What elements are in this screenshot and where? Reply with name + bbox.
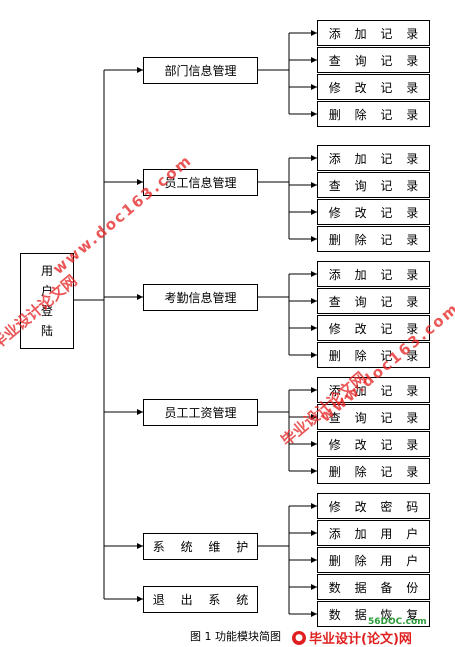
module-arrow <box>137 179 143 185</box>
leaf-node: 修 改 记 录 <box>317 199 430 225</box>
leaf-node: 查 询 记 录 <box>317 47 430 73</box>
module-arrow <box>137 409 143 415</box>
leaf-node: 添 加 用 户 <box>317 520 430 546</box>
leaf-arrow <box>311 557 317 563</box>
leaf-arrow <box>311 84 317 90</box>
leaf-node: 删 除 记 录 <box>317 226 430 252</box>
leaf-node: 删 除 用 户 <box>317 547 430 573</box>
leaf-node: 修 改 记 录 <box>317 315 430 341</box>
leaf-node: 修 改 记 录 <box>317 74 430 100</box>
module-arrow <box>137 294 143 300</box>
leaf-node: 删 除 记 录 <box>317 101 430 127</box>
brand-circle-icon: ● <box>292 630 306 645</box>
leaf-node: 数 据 备 份 <box>317 574 430 600</box>
module-node-dept: 部门信息管理 <box>143 56 258 84</box>
root-char: 用 <box>40 264 53 278</box>
leaf-arrow <box>311 387 317 393</box>
leaf-arrow <box>311 155 317 161</box>
module-node-system: 系 统 维 护 <box>143 532 258 560</box>
brand-logo: ● 毕业设计(论文)网 <box>292 628 412 647</box>
leaf-node: 添 加 记 录 <box>317 20 430 46</box>
brand-small-text: 56DOC.com <box>368 617 427 627</box>
root-char: 陆 <box>40 324 53 338</box>
root-char: 户 <box>40 284 53 298</box>
leaf-arrow <box>311 182 317 188</box>
figure-caption: 图 1 功能模块简图 <box>190 630 281 643</box>
leaf-node: 添 加 记 录 <box>317 261 430 287</box>
leaf-arrow <box>311 57 317 63</box>
leaf-arrow <box>311 468 317 474</box>
module-node-emp: 员工信息管理 <box>143 168 258 196</box>
leaf-arrow <box>311 111 317 117</box>
module-arrow <box>137 543 143 549</box>
leaf-node: 查 询 记 录 <box>317 172 430 198</box>
module-arrow <box>137 596 143 602</box>
leaf-node: 删 除 记 录 <box>317 458 430 484</box>
leaf-node: 查 询 记 录 <box>317 288 430 314</box>
leaf-arrow <box>311 441 317 447</box>
leaf-node: 添 加 记 录 <box>317 377 430 403</box>
leaf-arrow <box>311 325 317 331</box>
leaf-arrow <box>311 414 317 420</box>
module-arrow <box>137 67 143 73</box>
leaf-node: 删 除 记 录 <box>317 342 430 368</box>
leaf-arrow <box>311 503 317 509</box>
leaf-arrow <box>311 209 317 215</box>
leaf-arrow <box>311 352 317 358</box>
module-node-attendance: 考勤信息管理 <box>143 283 258 311</box>
leaf-arrow <box>311 584 317 590</box>
leaf-arrow <box>311 236 317 242</box>
leaf-node: 修 改 记 录 <box>317 431 430 457</box>
root-node-user-login: 用 户 登 陆 <box>20 253 74 349</box>
leaf-arrow <box>311 271 317 277</box>
brand-text: 毕业设计(论文)网 <box>309 632 412 647</box>
leaf-node: 修 改 密 码 <box>317 493 430 519</box>
leaf-arrow <box>311 611 317 617</box>
leaf-arrow <box>311 530 317 536</box>
leaf-arrow <box>311 30 317 36</box>
leaf-arrow <box>311 298 317 304</box>
leaf-node: 数 据 恢 复 <box>317 601 430 627</box>
leaf-node: 添 加 记 录 <box>317 145 430 171</box>
leaf-node: 查 询 记 录 <box>317 404 430 430</box>
root-char: 登 <box>40 304 53 318</box>
module-node-exit: 退 出 系 统 <box>143 585 258 613</box>
module-node-salary: 员工工资管理 <box>143 398 258 426</box>
